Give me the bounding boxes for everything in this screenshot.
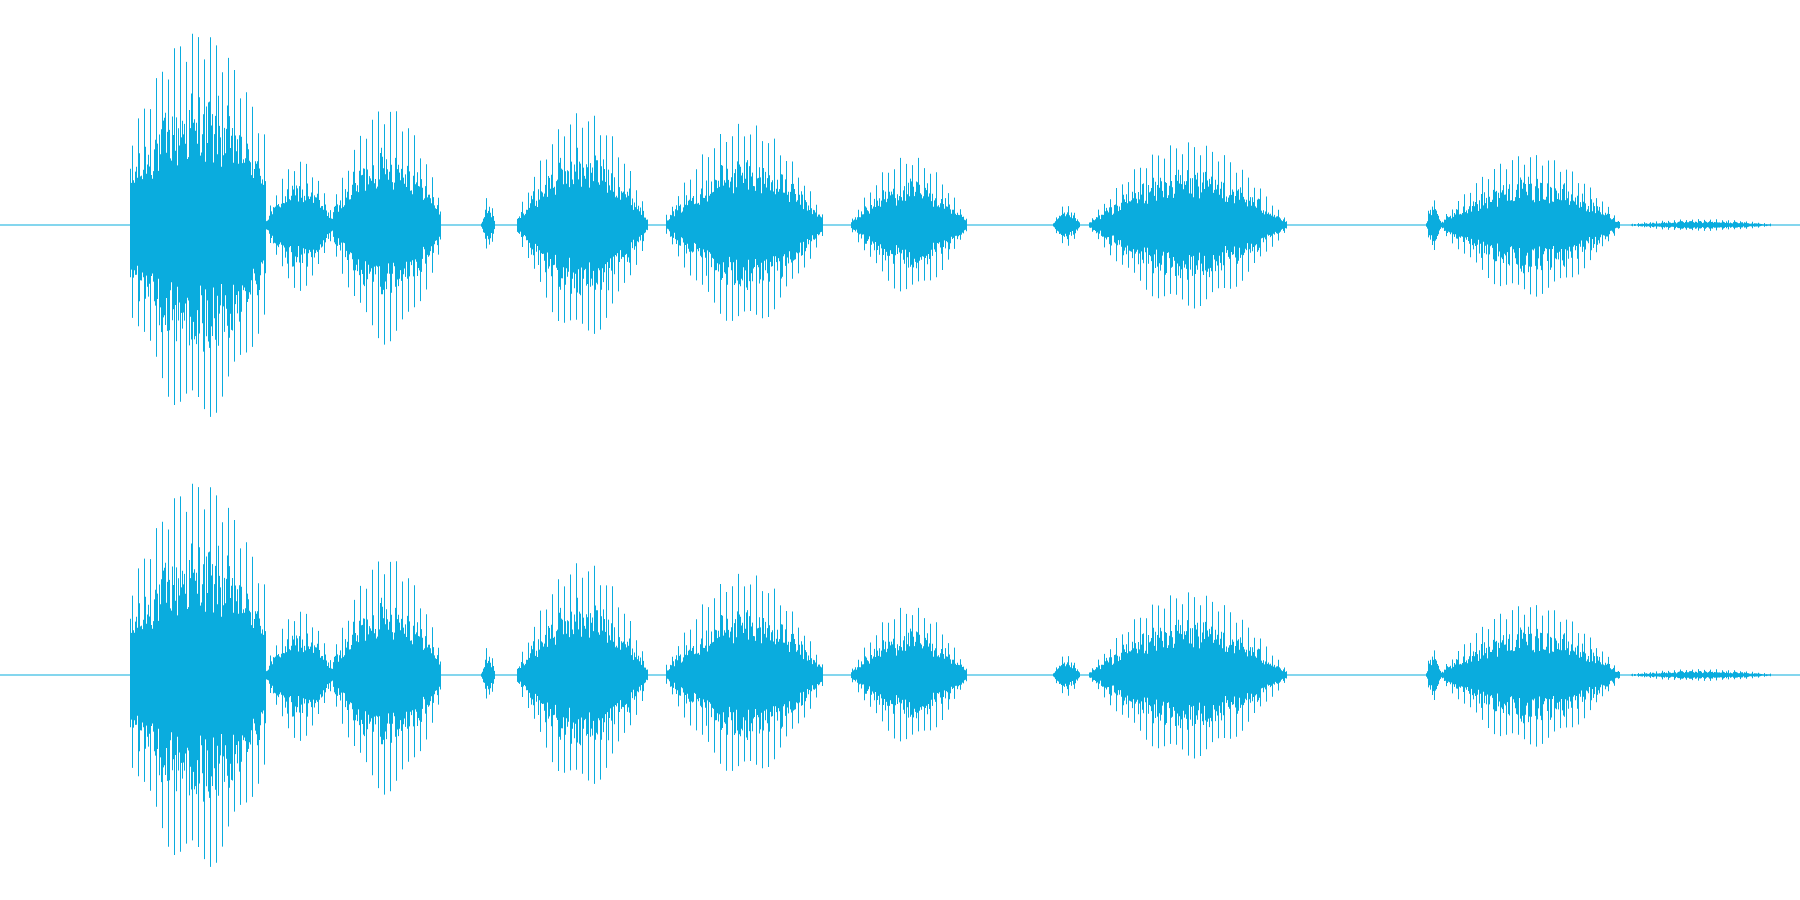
waveform-channel-right — [0, 483, 1800, 867]
waveform-trace — [130, 33, 1771, 417]
waveform-channel-left — [0, 33, 1800, 417]
waveform-trace — [130, 483, 1771, 867]
